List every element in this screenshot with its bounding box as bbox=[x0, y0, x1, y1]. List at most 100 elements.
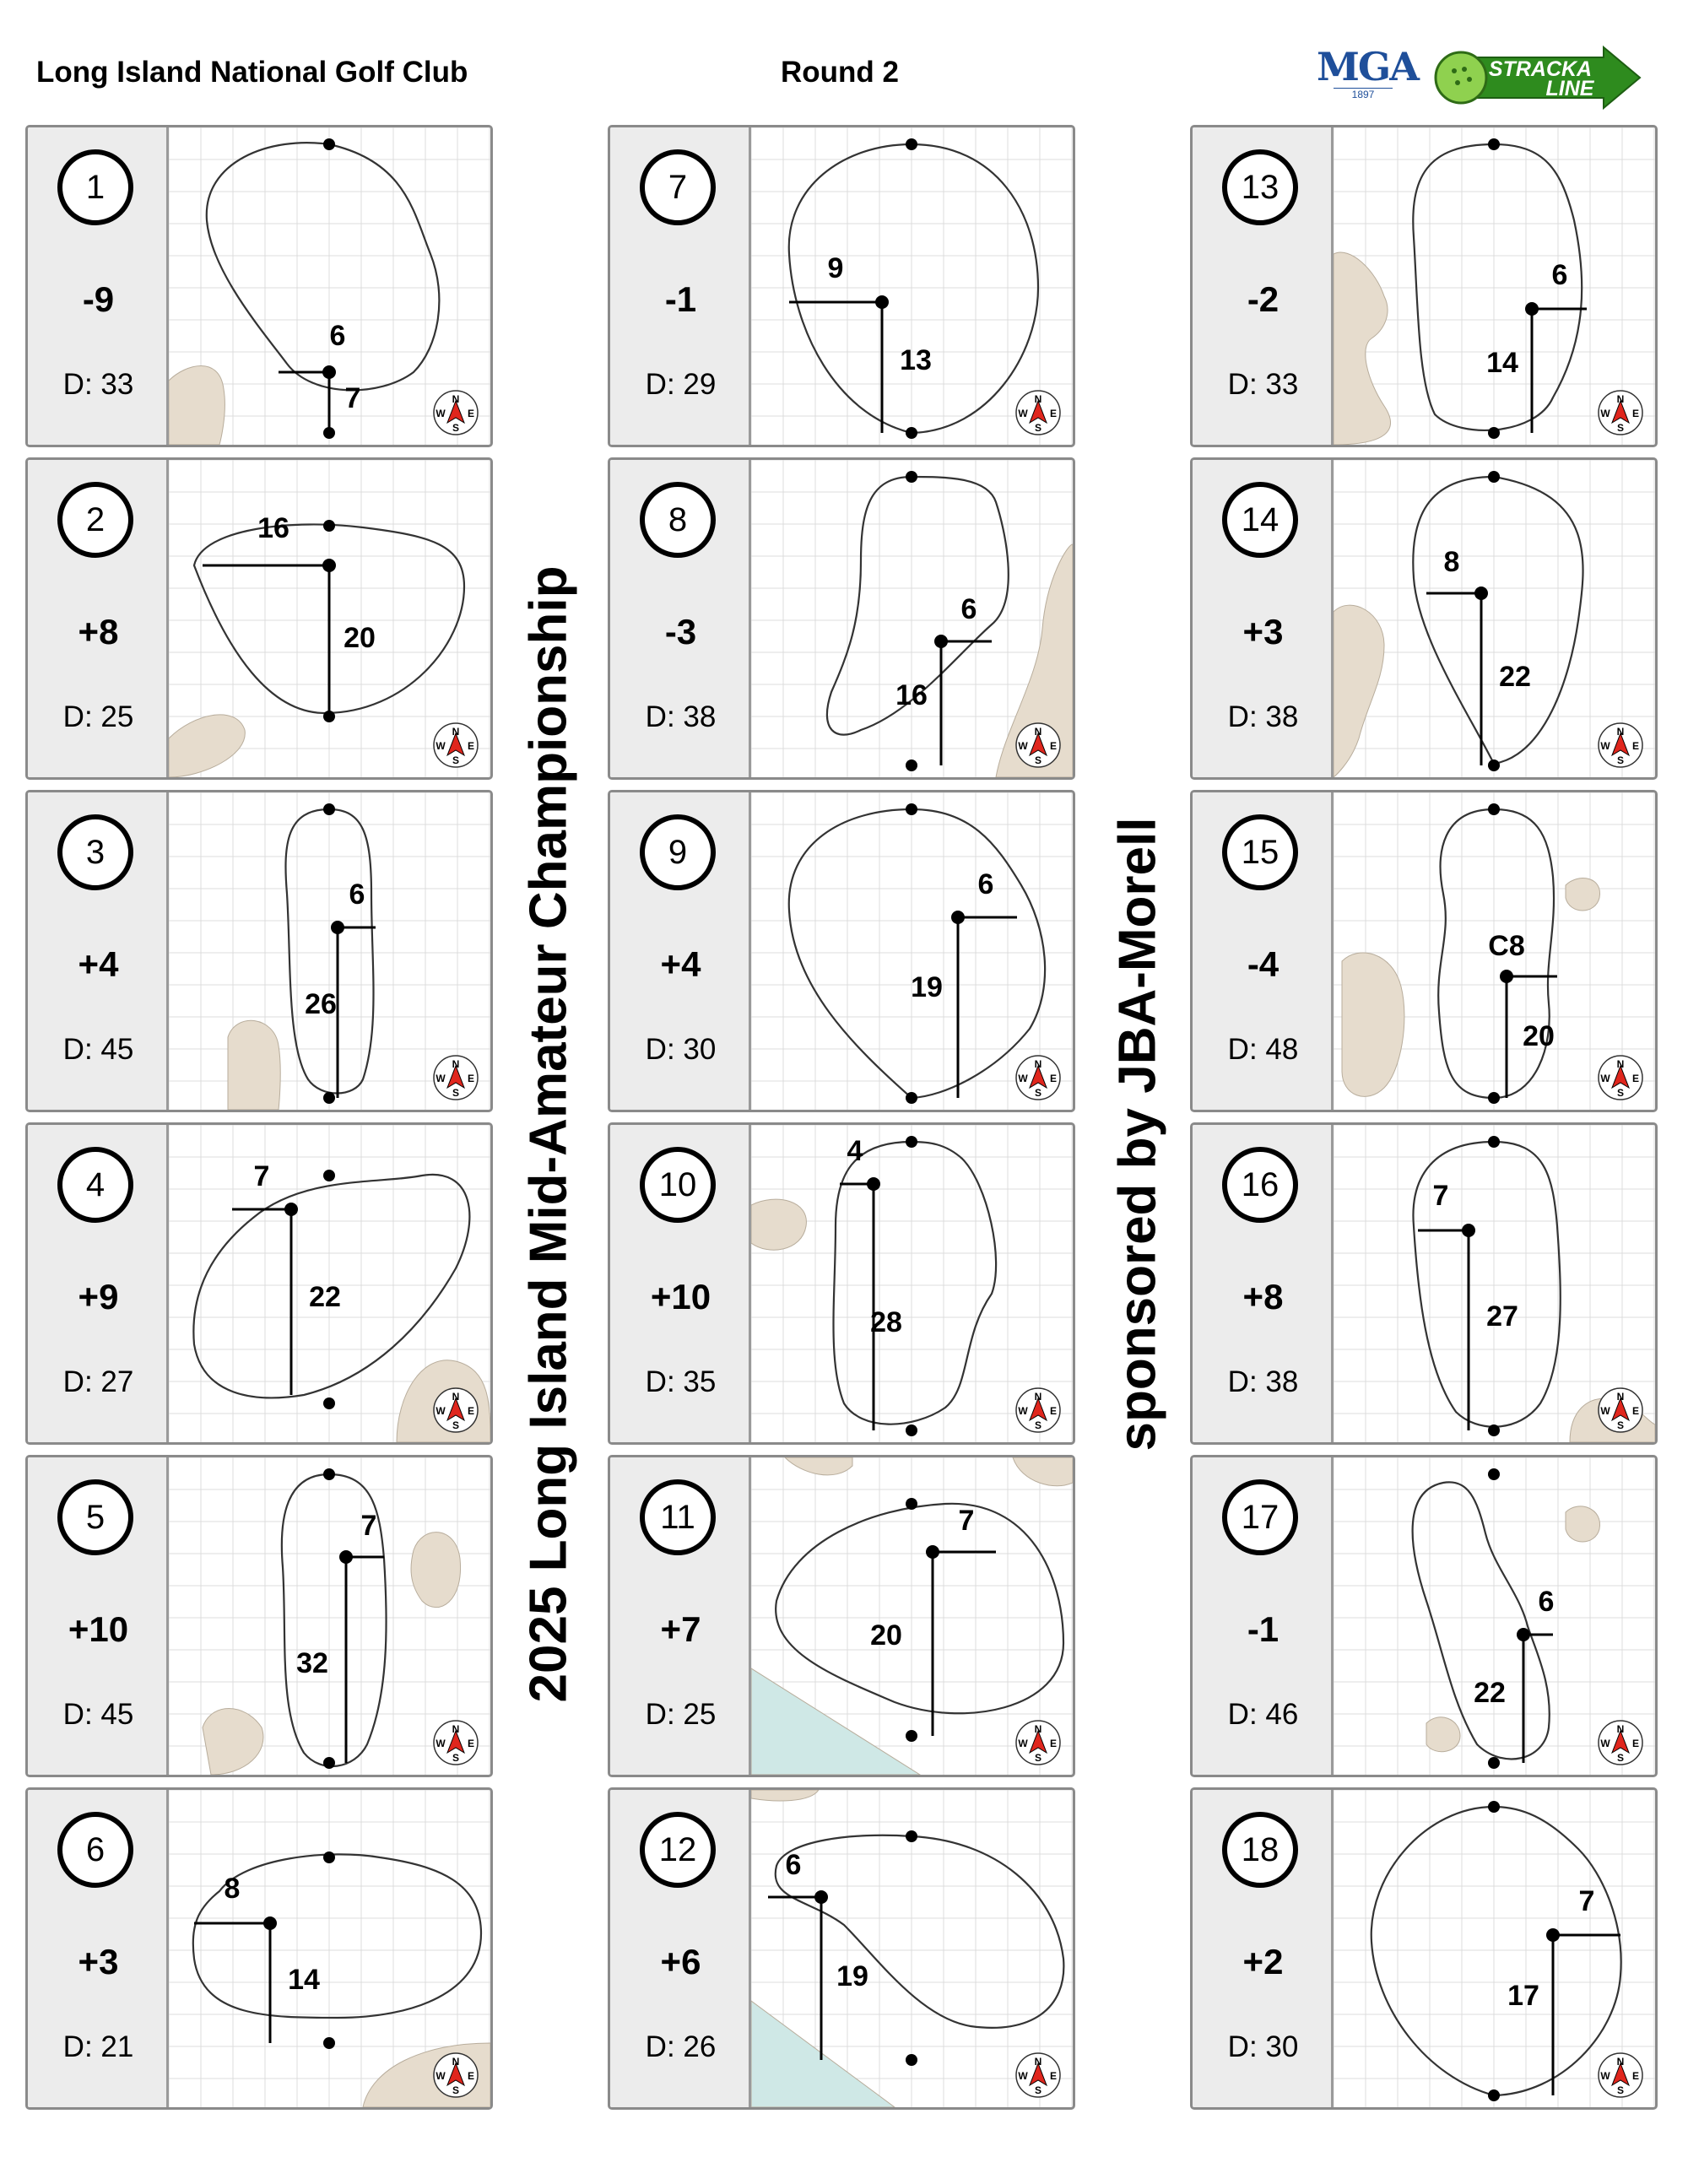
hole-pin-offset: +7 bbox=[660, 1609, 701, 1649]
green-diagram: 7 20 N S W E bbox=[751, 1457, 1073, 1775]
hole-pin-offset: +8 bbox=[78, 612, 119, 651]
svg-text:S: S bbox=[1035, 1087, 1041, 1099]
pin-vertical-distance: 32 bbox=[296, 1647, 328, 1679]
hole-panel: 14 +3 D: 38 8 22 N S W E bbox=[1190, 457, 1658, 780]
hole-info-sidebar: 9 +4 D: 30 bbox=[610, 792, 751, 1110]
hole-info-sidebar: 12 +6 D: 26 bbox=[610, 1790, 751, 2107]
pin-location bbox=[934, 635, 948, 648]
pin-vertical-distance: 7 bbox=[345, 382, 361, 414]
pin-vertical-distance: 17 bbox=[1507, 1980, 1539, 2012]
svg-text:W: W bbox=[1018, 740, 1028, 752]
svg-text:W: W bbox=[436, 1073, 446, 1084]
hole-pin-offset: -1 bbox=[1247, 1609, 1280, 1649]
green-front-marker bbox=[906, 1136, 917, 1148]
svg-text:N: N bbox=[1617, 1723, 1625, 1735]
compass-rose-icon: N S W E bbox=[433, 390, 479, 435]
hole-panel: 12 +6 D: 26 6 19 N S W E bbox=[608, 1787, 1075, 2110]
green-front-marker bbox=[1488, 1136, 1500, 1148]
pin-horizontal-distance: 4 bbox=[847, 1135, 863, 1167]
pin-horizontal-distance: 7 bbox=[1579, 1885, 1595, 1917]
svg-text:W: W bbox=[436, 1738, 446, 1749]
svg-text:N: N bbox=[1617, 393, 1625, 405]
svg-text:N: N bbox=[1035, 2056, 1042, 2068]
compass-rose-icon: N S W E bbox=[1015, 390, 1061, 435]
hole-info-sidebar: 13 -2 D: 33 bbox=[1193, 127, 1334, 445]
compass-rose-icon: N S W E bbox=[1015, 2052, 1061, 2098]
hole-number: 14 bbox=[1222, 482, 1298, 558]
hole-number: 12 bbox=[640, 1812, 716, 1888]
pin-location bbox=[926, 1545, 939, 1559]
svg-text:W: W bbox=[1018, 1073, 1028, 1084]
hole-pin-offset: -4 bbox=[1247, 944, 1280, 984]
round-label: Round 2 bbox=[781, 56, 899, 89]
green-diagram: 8 14 N S W E bbox=[169, 1790, 490, 2107]
pin-location bbox=[1500, 970, 1513, 983]
green-diagram: 7 17 N S W E bbox=[1334, 1790, 1655, 2107]
hole-info-sidebar: 3 +4 D: 45 bbox=[28, 792, 169, 1110]
pin-horizontal-distance: 8 bbox=[1444, 546, 1460, 578]
pin-location bbox=[814, 1890, 828, 1904]
svg-text:N: N bbox=[452, 1058, 460, 1070]
hole-panel: 13 -2 D: 33 6 14 N S W E bbox=[1190, 125, 1658, 447]
pin-location bbox=[322, 365, 336, 379]
svg-text:S: S bbox=[452, 422, 459, 434]
hole-green-depth: D: 30 bbox=[1227, 2030, 1299, 2063]
svg-text:S: S bbox=[1035, 754, 1041, 766]
svg-text:W: W bbox=[436, 2070, 446, 2082]
green-back-marker bbox=[1488, 427, 1500, 439]
mga-logo-text: MGA bbox=[1317, 44, 1420, 89]
svg-text:N: N bbox=[1035, 1723, 1042, 1735]
svg-text:E: E bbox=[468, 1073, 474, 1084]
hole-green-depth: D: 46 bbox=[1227, 1698, 1299, 1731]
compass-rose-icon: N S W E bbox=[1015, 1387, 1061, 1433]
pin-location bbox=[1525, 302, 1539, 316]
green-diagram: 7 27 N S W E bbox=[1334, 1125, 1655, 1442]
svg-text:N: N bbox=[1617, 1058, 1625, 1070]
hole-pin-offset: +3 bbox=[78, 1942, 119, 1981]
hole-number: 6 bbox=[57, 1812, 133, 1888]
hole-panel: 3 +4 D: 45 6 26 N S W E bbox=[25, 790, 493, 1112]
green-front-marker bbox=[323, 803, 335, 815]
hole-number: 13 bbox=[1222, 149, 1298, 225]
green-back-marker bbox=[906, 1092, 917, 1104]
pin-location bbox=[331, 921, 344, 934]
svg-text:E: E bbox=[468, 1738, 474, 1749]
compass-rose-icon: N S W E bbox=[1598, 1720, 1643, 1765]
svg-text:W: W bbox=[1600, 740, 1610, 752]
compass-rose-icon: N S W E bbox=[1015, 1055, 1061, 1100]
pin-horizontal-distance: 7 bbox=[361, 1510, 377, 1542]
svg-text:N: N bbox=[1617, 2056, 1625, 2068]
hole-number: 10 bbox=[640, 1147, 716, 1223]
svg-text:N: N bbox=[1035, 393, 1042, 405]
svg-text:S: S bbox=[1617, 2084, 1624, 2096]
hole-pin-offset: +3 bbox=[1242, 612, 1284, 651]
compass-rose-icon: N S W E bbox=[1598, 722, 1643, 768]
svg-text:E: E bbox=[1632, 408, 1639, 419]
green-diagram: 7 32 N S W E bbox=[169, 1457, 490, 1775]
svg-text:W: W bbox=[436, 1405, 446, 1417]
green-outline bbox=[832, 1140, 998, 1425]
compass-rose-icon: N S W E bbox=[1598, 1387, 1643, 1433]
green-back-marker bbox=[1488, 1757, 1500, 1769]
green-diagram: 6 16 N S W E bbox=[751, 460, 1073, 777]
hole-green-depth: D: 45 bbox=[62, 1698, 134, 1731]
green-front-marker bbox=[323, 1852, 335, 1863]
svg-text:E: E bbox=[1050, 1405, 1057, 1417]
green-front-marker bbox=[906, 803, 917, 815]
pin-horizontal-distance: 9 bbox=[828, 252, 844, 284]
hole-info-sidebar: 2 +8 D: 25 bbox=[28, 460, 169, 777]
pin-horizontal-distance: 7 bbox=[1433, 1180, 1449, 1212]
green-outline bbox=[192, 1853, 483, 2019]
svg-text:E: E bbox=[468, 1405, 474, 1417]
compass-rose-icon: N S W E bbox=[433, 1720, 479, 1765]
green-diagram: 4 28 N S W E bbox=[751, 1125, 1073, 1442]
hole-info-sidebar: 1 -9 D: 33 bbox=[28, 127, 169, 445]
hole-green-depth: D: 27 bbox=[62, 1365, 134, 1398]
compass-rose-icon: N S W E bbox=[433, 1055, 479, 1100]
svg-text:S: S bbox=[452, 754, 459, 766]
green-diagram: 6 7 N S W E bbox=[169, 127, 490, 445]
svg-text:E: E bbox=[1050, 1738, 1057, 1749]
pin-location bbox=[951, 911, 965, 924]
hole-pin-offset: +6 bbox=[660, 1942, 701, 1981]
green-back-marker bbox=[323, 1397, 335, 1409]
